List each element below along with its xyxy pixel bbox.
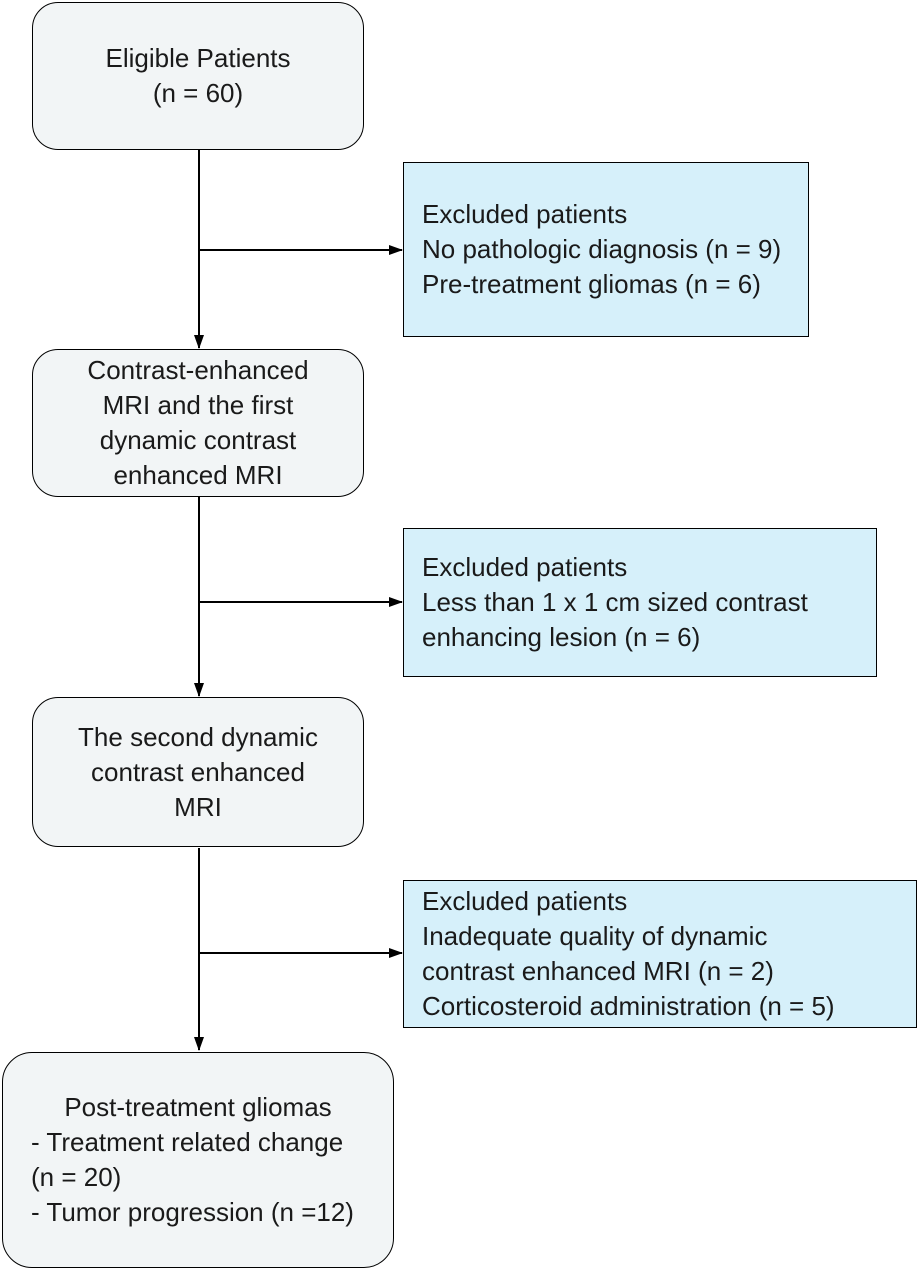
step-text-line: enhanced MRI xyxy=(113,460,283,490)
final-outcome-box: Post-treatment gliomas - Treatment relat… xyxy=(2,1052,394,1268)
exclusion-line: Corticosteroid administration (n = 5) xyxy=(422,991,835,1021)
final-line: (n = 20) xyxy=(31,1162,122,1192)
final-title: Post-treatment gliomas xyxy=(64,1092,332,1122)
step-text-line: MRI and the first xyxy=(102,390,294,420)
step-text-line: Eligible Patients xyxy=(105,43,291,73)
exclusion-title: Excluded patients xyxy=(422,552,628,582)
step-text-line: (n = 60) xyxy=(152,78,244,108)
final-line: - Tumor progression (n =12) xyxy=(31,1197,354,1227)
exclusion-line: contrast enhanced MRI (n = 2) xyxy=(422,956,774,986)
exclusion-line: Inadequate quality of dynamic xyxy=(422,921,768,951)
exclusion-line: Less than 1 x 1 cm sized contrast xyxy=(422,587,808,617)
step-text-line: Contrast-enhanced xyxy=(87,355,309,385)
exclusion-line: No pathologic diagnosis (n = 9) xyxy=(422,234,782,264)
step-text-line: contrast enhanced xyxy=(91,756,305,787)
step-text-line: MRI xyxy=(174,791,222,822)
exclusion-box-3: Excluded patients Inadequate quality of … xyxy=(403,880,917,1028)
exclusion-line: Pre-treatment gliomas (n = 6) xyxy=(422,269,761,299)
exclusion-title: Excluded patients xyxy=(422,199,628,229)
exclusion-title: Excluded patients xyxy=(422,886,628,916)
final-line: - Treatment related change xyxy=(31,1127,344,1157)
step-text-line: dynamic contrast xyxy=(99,425,297,455)
exclusion-line: enhancing lesion (n = 6) xyxy=(422,622,701,652)
exclusion-box-2: Excluded patients Less than 1 x 1 cm siz… xyxy=(403,528,877,677)
step-text-line: The second dynamic xyxy=(78,721,318,752)
step-box-first-dce-mri: Contrast-enhanced MRI and the first dyna… xyxy=(32,349,364,497)
exclusion-box-1: Excluded patients No pathologic diagnosi… xyxy=(403,162,809,337)
step-box-second-dce-mri: The second dynamic contrast enhanced MRI xyxy=(32,697,364,847)
step-box-eligible: Eligible Patients (n = 60) xyxy=(32,2,364,150)
